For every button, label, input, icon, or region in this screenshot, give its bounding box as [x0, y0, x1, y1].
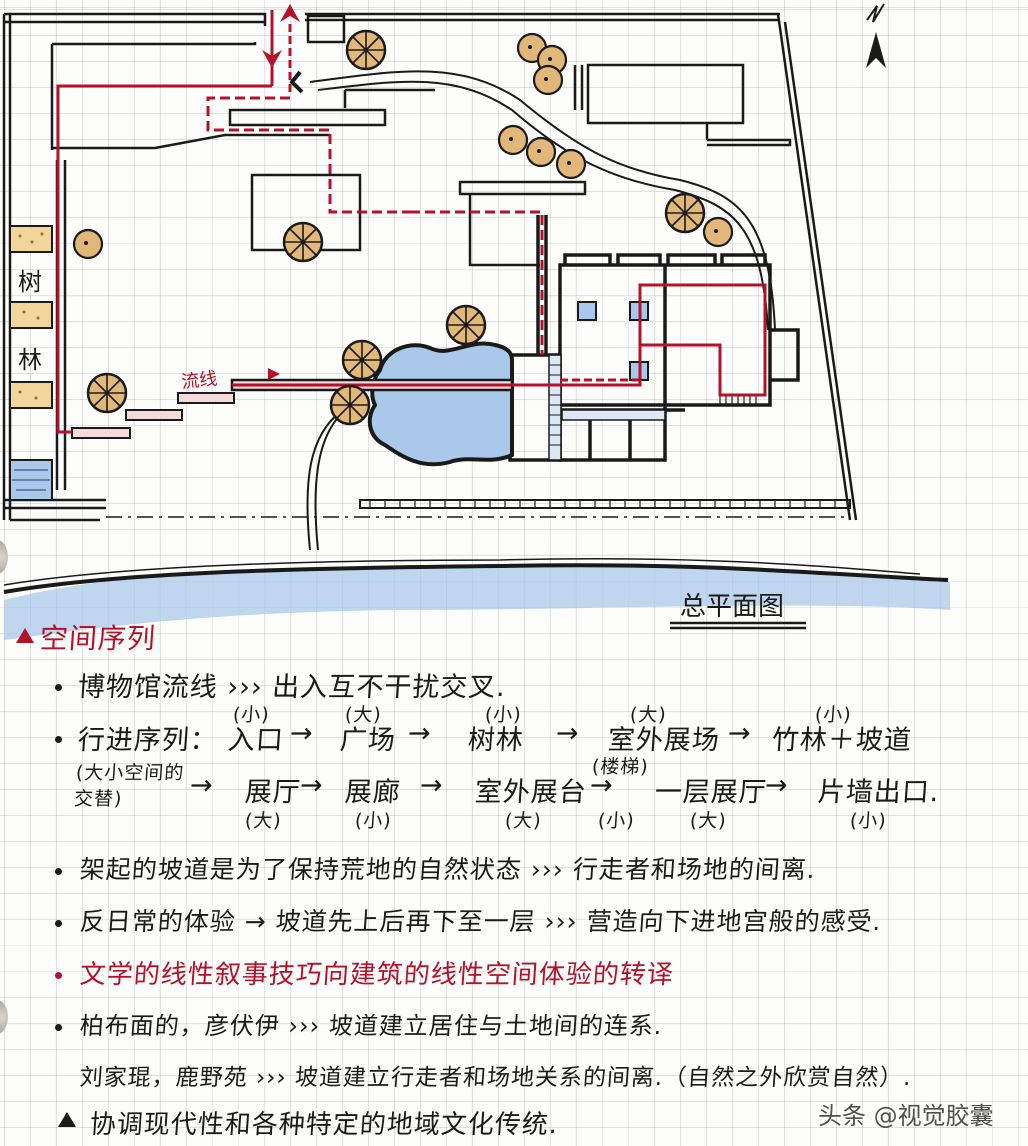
closing-triangle-icon — [58, 1112, 76, 1127]
section-heading: 空间序列 — [38, 622, 158, 655]
bullet-icon — [55, 920, 62, 927]
plan-title: 总平面图 — [680, 592, 784, 622]
tree-grove-strip — [9, 225, 53, 501]
size-tag: (大) — [244, 810, 283, 832]
watermark: 头条 @视觉胶囊 — [818, 1102, 994, 1130]
bullet-icon — [55, 868, 62, 875]
flow-label: 流线 — [180, 368, 218, 393]
flag-icon — [268, 368, 280, 380]
seq-bamboo-ramp: 竹林＋坡道 — [770, 725, 913, 756]
circulation-route — [56, 10, 767, 434]
arrow-icon: → — [298, 770, 325, 801]
arrow-icon: → — [188, 770, 215, 801]
seq-exit: 片墙出口. — [816, 777, 941, 808]
arrow-icon: → — [406, 718, 433, 749]
south-wall — [106, 499, 851, 518]
grove-label-1: 树 — [18, 268, 42, 296]
note-narrative: 文学的线性叙事技巧向建筑的线性空间体验的转译 — [78, 960, 675, 990]
grove-label-2: 林 — [18, 346, 42, 374]
bullet-icon — [55, 1024, 62, 1031]
heading-triangle-icon — [16, 628, 34, 643]
bullet-icon — [55, 736, 62, 743]
arrow-in-icon — [262, 50, 282, 68]
seq-outdoor-platform: 室外展台 — [473, 777, 588, 808]
north-arrow-icon — [866, 3, 886, 68]
seq-ground-hall: 一层展厅 — [653, 777, 768, 808]
closing-note: 协调现代性和各种特定的地域文化传统. — [88, 1110, 560, 1140]
size-tag: (小) — [849, 810, 888, 832]
note-luyeyuan: 刘家琨，鹿野苑 ››› 坡道建立行走者和场地关系的间离.（自然之外欣赏自然）. — [78, 1065, 913, 1091]
note-villa-savoye: 柏布面的，彦伏伊 ››› 坡道建立居住与土地间的连系. — [78, 1012, 664, 1040]
arrow-icon: → — [588, 770, 615, 801]
arrow-icon: → — [288, 718, 315, 749]
windows — [548, 301, 757, 461]
size-tag: (小) — [354, 810, 393, 832]
seq-corridor: 展廊 — [343, 777, 402, 808]
arrow-icon: → — [726, 718, 753, 749]
ne-building — [306, 14, 792, 267]
site-boundary — [2, 12, 858, 522]
seq-grove: 树林 — [466, 725, 525, 756]
size-tag: (大) — [689, 810, 728, 832]
sequence-note: (大小空间的交替) — [73, 762, 186, 810]
river — [3, 558, 950, 640]
seq-entrance: 入口 — [226, 725, 285, 756]
size-tag: (小) — [597, 810, 636, 832]
pond — [367, 341, 514, 467]
size-tag: (大) — [504, 810, 543, 832]
arrow-icon: → — [554, 718, 581, 749]
seq-plaza: 广场 — [338, 725, 397, 756]
entrance-marker-icon — [289, 70, 304, 94]
note-experience: 反日常的体验 → 坡道先上后再下至一层 ››› 营造向下进地宫般的感受. — [78, 907, 883, 936]
site-plan-drawing: 树 林 — [2, 3, 950, 640]
arrow-icon: → — [763, 770, 790, 801]
binder-hole — [0, 1000, 8, 1034]
sequence-label: 行进序列： — [76, 725, 219, 756]
seq-hall: 展厅 — [243, 777, 302, 808]
arrow-out-icon — [280, 4, 300, 22]
bullet-icon — [55, 684, 62, 691]
binder-hole — [0, 540, 8, 574]
note-museum-flow: 博物馆流线 ››› 出入互不干扰交叉. — [76, 672, 508, 703]
note-ramp: 架起的坡道是为了保持荒地的自然状态 ››› 行走者和场地的间离. — [78, 855, 817, 884]
arrow-icon: → — [418, 770, 445, 801]
bullet-icon — [55, 972, 62, 979]
title-underline — [670, 621, 806, 630]
